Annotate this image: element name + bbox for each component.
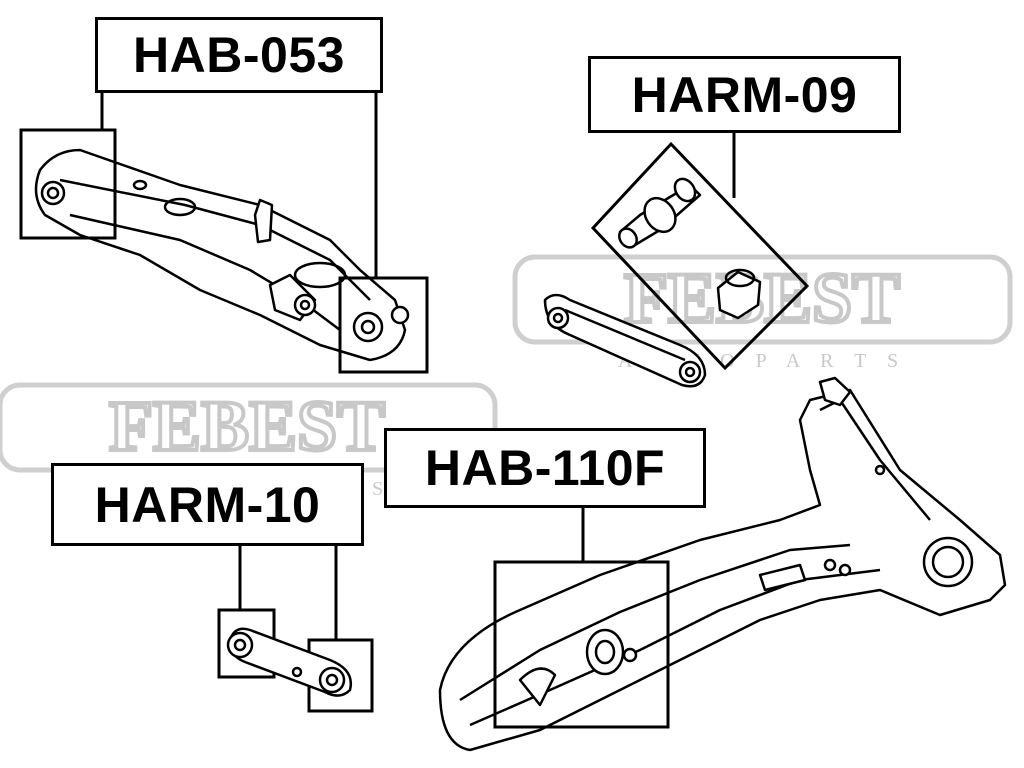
- bushing-sleeve-harm09: [618, 177, 762, 320]
- label-harm09-text: HARM-09: [631, 66, 858, 123]
- watermark-brand-right: FEBEST: [624, 258, 900, 338]
- hab053-callouts: [19, 93, 429, 374]
- trailing-arm-hab110f: [438, 376, 1007, 752]
- label-harm10-text: HARM-10: [94, 476, 321, 533]
- lateral-link-harm09: [543, 293, 707, 388]
- link-harm10: [226, 627, 353, 697]
- label-harm09: HARM-09: [588, 56, 901, 133]
- label-hab110f-text: HAB-110F: [424, 440, 666, 496]
- label-harm10: HARM-10: [51, 463, 364, 546]
- hab110f-callouts: [493, 508, 670, 729]
- label-hab110f: HAB-110F: [384, 428, 706, 508]
- label-hab053-text: HAB-053: [133, 27, 345, 83]
- label-hab053: HAB-053: [95, 17, 383, 93]
- watermark-brand-left: FEBEST: [109, 386, 385, 466]
- harm09-callouts: [590, 133, 810, 371]
- control-arm-hab053: [34, 148, 410, 362]
